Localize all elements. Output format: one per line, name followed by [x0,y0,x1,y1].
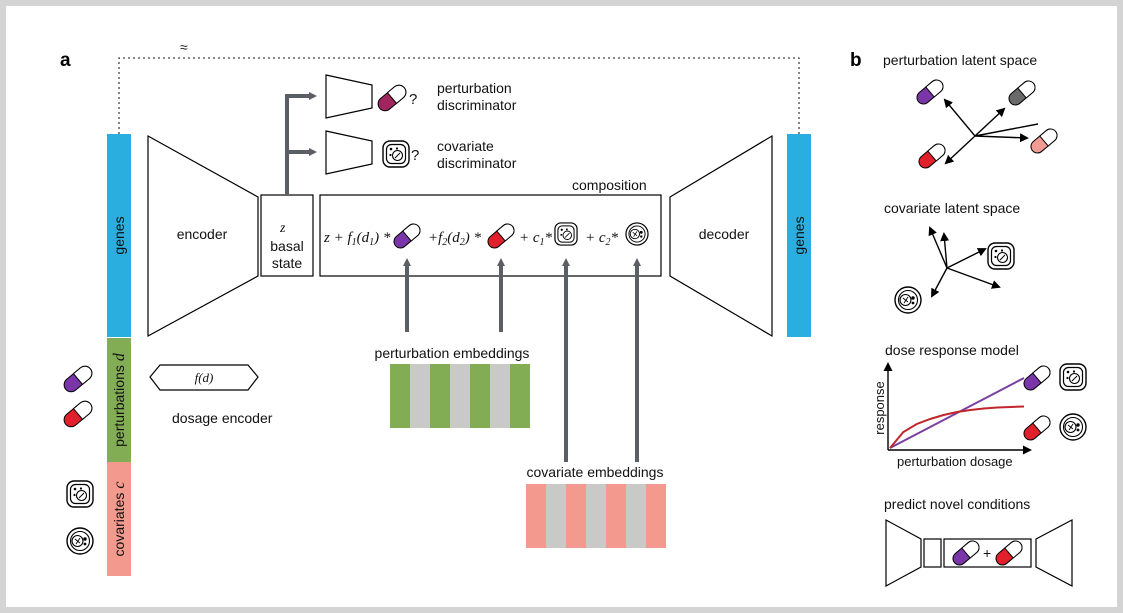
composition-label: composition [572,177,647,193]
perturbations-bar [107,338,131,462]
pill-icon-grey-latent [1008,80,1036,106]
chart-y-label: response [872,381,887,434]
decoder-trapezoid [669,134,773,338]
covariates-bar-label: covariatesc [111,482,128,557]
covariate-discriminator-line2: discriminator [437,155,517,171]
perturbation-discriminator-trapezoid [325,74,373,119]
z-label: z [279,221,286,236]
perturbation-discriminator-line1: perturbation [437,80,512,96]
pill-icon-red-latent [918,143,946,169]
cell-icon-formula [554,222,578,246]
pill-icon-red-chart [1023,415,1051,441]
formula-term-c2: + c2* [585,230,619,248]
panel-b-label: b [850,50,862,71]
dose-response-chart: response perturbation dosage [872,362,1032,469]
covariate-embeddings-label: covariate embeddings [527,464,664,480]
covariate-embeddings-matrix [526,484,666,548]
pill-icon-red-formula [487,223,515,249]
perturbation-latent-space-title: perturbation latent space [883,52,1037,68]
series-saturating-line [889,405,1025,449]
encoder-label: encoder [177,226,228,242]
covariates-bar [107,462,131,576]
pill-icon-red-left [63,400,93,428]
pill-icon-purple-predict [952,540,980,566]
round-cell-icon-left [66,527,94,555]
panel-a-label: a [60,50,71,71]
cell-icon-latent [987,242,1015,270]
covariate-discriminator-line1: covariate [437,138,494,154]
dose-response-title: dose response model [885,342,1019,358]
basal-label: basal [270,238,303,254]
chart-x-label: perturbation dosage [897,454,1013,469]
covariate-latent-space-plot [928,226,1001,298]
perturbations-bar-label: perturbationsd [111,352,128,447]
diagram-canvas: a b ≈ genes perturbationsd covariatesc e… [60,39,1087,588]
predict-novel-conditions-diagram [885,518,1073,588]
encoder-trapezoid [147,134,259,338]
cell-icon-discriminator [382,140,410,168]
question-mark-1: ? [409,91,417,108]
round-cell-icon-formula [625,222,649,246]
predict-plus: + [983,545,991,561]
round-cell-icon-latent [894,286,922,314]
pill-icon-purple-chart [1023,365,1051,391]
perturbation-embeddings-matrix [390,364,530,428]
round-cell-icon-chart [1059,413,1087,441]
reconstruction-bracket [118,57,800,134]
composition-box [319,194,662,277]
question-mark-2: ? [411,147,419,164]
approx-symbol: ≈ [180,39,188,55]
decoder-label: decoder [699,226,750,242]
dosage-encoder-hexagon [149,364,259,391]
pill-icon-magenta [377,84,407,112]
cell-icon-left [66,480,94,508]
dosage-encoder-formula: f(d) [195,370,214,385]
formula-term-c1: + c1* [519,230,553,248]
perturbation-embeddings-label: perturbation embeddings [375,345,530,361]
predict-novel-conditions-title: predict novel conditions [884,496,1030,512]
genes-output-label: genes [791,216,807,254]
arrow-to-perturbation-discriminator [285,92,317,195]
covariate-latent-space-title: covariate latent space [884,200,1020,216]
pill-icon-purple-latent [916,79,944,105]
genes-output-bar [787,134,811,337]
genes-input-bar [107,134,131,337]
formula-term-z-f1: z + f1(d1) * [323,230,391,248]
pill-icon-red-predict [995,540,1023,566]
perturbation-discriminator-line2: discriminator [437,97,517,113]
dosage-encoder-label: dosage encoder [172,410,273,426]
pill-icon-pink-latent [1030,128,1058,154]
pill-icon-purple-left [63,365,93,393]
genes-input-label: genes [111,216,127,254]
perturbation-latent-space-plot [943,98,1039,165]
cell-icon-chart [1059,363,1087,391]
covariate-discriminator-trapezoid [325,130,373,175]
pill-icon-purple-formula [393,223,421,249]
formula-term-f2: +f2(d2) * [428,230,482,248]
state-label: state [272,255,303,271]
